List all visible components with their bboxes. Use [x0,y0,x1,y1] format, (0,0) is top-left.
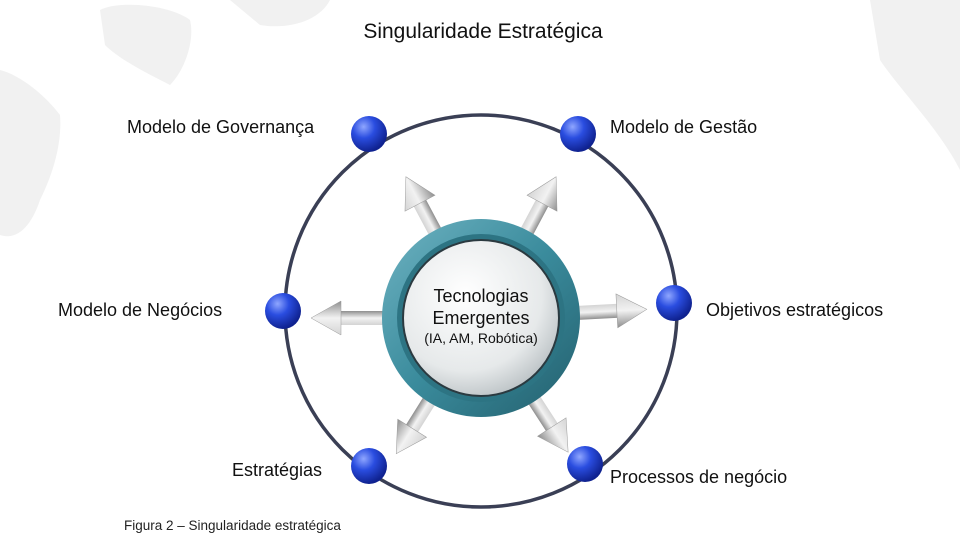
center-line-2: Emergentes [432,308,530,328]
world-map-background [0,0,960,237]
label-gestao: Modelo de Gestão [610,117,758,137]
center-line-1: Tecnologias [433,286,529,306]
nodes [265,116,692,484]
arrow-negocios [310,300,390,336]
label-governanca: Modelo de Governança [127,117,315,137]
label-negocios: Modelo de Negócios [58,300,223,320]
label-estrategias: Estratégias [232,460,323,480]
node-gestao [560,116,596,152]
figure-caption: Figura 2 – Singularidade estratégica [124,518,341,533]
center-line-3: (IA, AM, Robótica) [424,330,538,346]
center-inner-disc [402,239,560,397]
node-objetivos [656,285,692,321]
label-processos: Processos de negócio [610,467,788,487]
center-label: Tecnologias Emergentes (IA, AM, Robótica… [401,285,561,347]
node-governanca [351,116,387,152]
node-processos [567,446,603,482]
label-objetivos: Objetivos estratégicos [706,300,884,320]
node-negocios [265,293,301,329]
arrow-objetivos [567,292,648,331]
diagram-title: Singularidade Estratégica [363,20,603,43]
node-estrategias [351,448,387,484]
